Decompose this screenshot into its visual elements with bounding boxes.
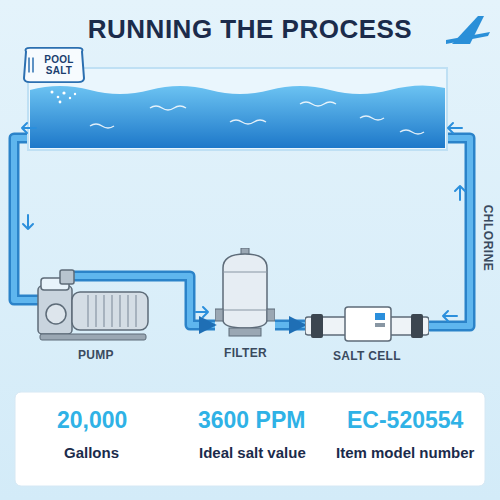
node-label: SALT CELL — [333, 349, 401, 363]
chlorine-label: CHLORINE — [481, 205, 495, 272]
pipe-core — [156, 276, 215, 325]
stat-caption: Ideal salt value — [199, 444, 306, 461]
pipe-core — [275, 322, 305, 328]
page-title: RUNNING THE PROCESS — [0, 14, 500, 45]
node-label: POOL SALT — [36, 55, 82, 76]
stat-value: 3600 PPM — [198, 407, 305, 434]
stats-panel — [15, 392, 485, 486]
filter-tank: FILTER — [215, 248, 275, 360]
pipe-outline — [275, 320, 305, 331]
salt-bag: POOL SALT — [22, 46, 86, 84]
stat-caption: Gallons — [64, 444, 119, 461]
stat-value: EC-520554 — [347, 407, 463, 434]
salt-cell: SALT CELL — [305, 305, 429, 363]
node-label: PUMP — [78, 348, 114, 362]
pool-illustration — [28, 68, 447, 150]
pipe-connector — [275, 325, 305, 326]
node-label: FILTER — [224, 346, 267, 360]
pipe-connector — [156, 276, 215, 325]
brand-logo — [446, 16, 490, 44]
pump-unit: PUMP — [36, 262, 156, 362]
pipe-outline — [156, 276, 215, 325]
stat-value: 20,000 — [57, 407, 127, 434]
stat-caption: Item model number — [336, 444, 474, 461]
